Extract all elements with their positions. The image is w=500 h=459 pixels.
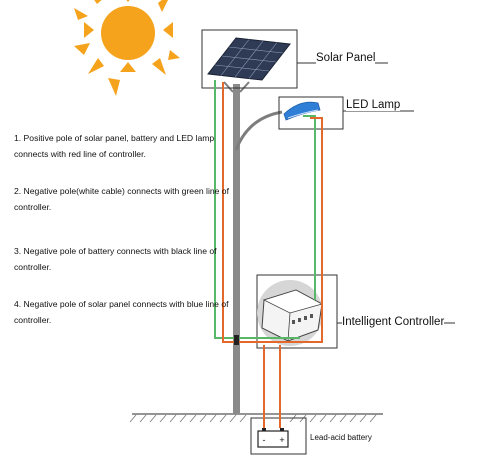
battery-positive-label: + (279, 435, 284, 445)
note-3: 3. Negative pole of battery connects wit… (14, 246, 217, 272)
sun-icon (74, 0, 180, 96)
red-wire-solar (222, 82, 296, 343)
red-wire-lamp (296, 117, 323, 343)
controller-icon (256, 274, 338, 349)
green-wire-solar (214, 80, 300, 339)
note-2: 2. Negative pole(white cable) connects w… (14, 186, 229, 212)
battery-negative-label: - (263, 435, 266, 445)
wiring (214, 80, 323, 428)
note-1: 1. Positive pole of solar panel, battery… (14, 133, 215, 159)
solar-panel-label: Solar Panel (316, 52, 376, 64)
pole-base-mark (234, 335, 239, 345)
solar-panel-icon (201, 29, 298, 89)
street-light-pole (223, 81, 283, 414)
led-lamp-label: LED Lamp (346, 99, 401, 111)
led-lamp-icon (278, 96, 344, 130)
note-4: 4. Negative pole of solar panel connects… (14, 299, 229, 325)
battery-label: Lead-acid battery (310, 433, 372, 442)
green-wire-lamp (303, 115, 316, 300)
controller-label: Intelligent Controller (342, 316, 445, 328)
battery-icon: - + (250, 417, 307, 455)
